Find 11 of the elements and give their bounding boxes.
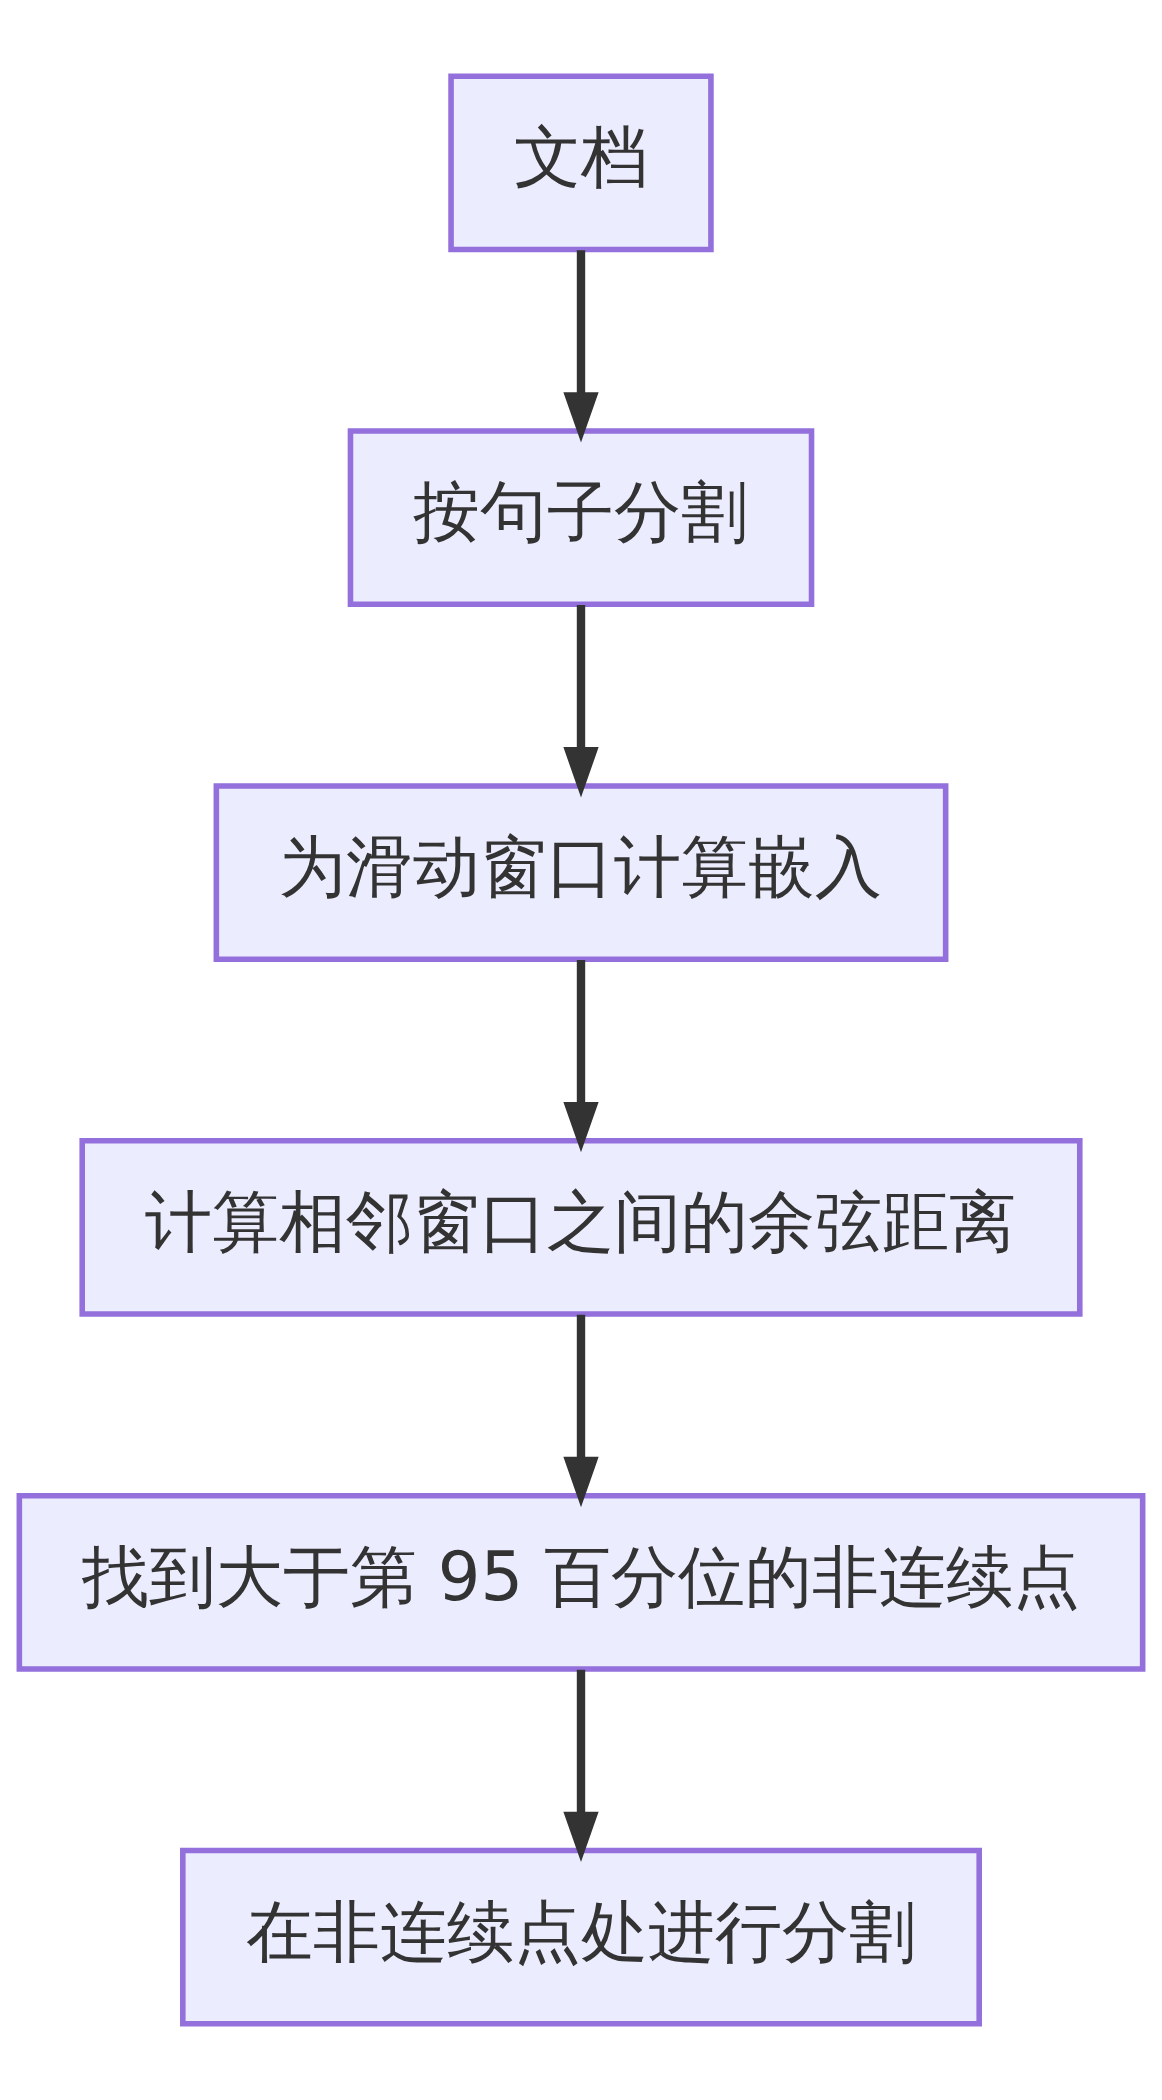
arrow bbox=[563, 250, 599, 443]
node-box: 文档 bbox=[448, 73, 714, 253]
node-box: 计算相邻窗口之间的余弦距离 bbox=[79, 1138, 1083, 1317]
arrow bbox=[563, 605, 599, 798]
arrow bbox=[563, 1669, 599, 1863]
arrow bbox=[563, 959, 599, 1153]
arrow bbox=[563, 1314, 599, 1508]
node-box: 为滑动窗口计算嵌入 bbox=[213, 783, 949, 962]
node-box: 找到大于第 95 百分位的非连续点 bbox=[16, 1492, 1146, 1672]
node-box: 在非连续点处进行分割 bbox=[180, 1847, 982, 2027]
node-box: 按句子分割 bbox=[347, 428, 815, 608]
